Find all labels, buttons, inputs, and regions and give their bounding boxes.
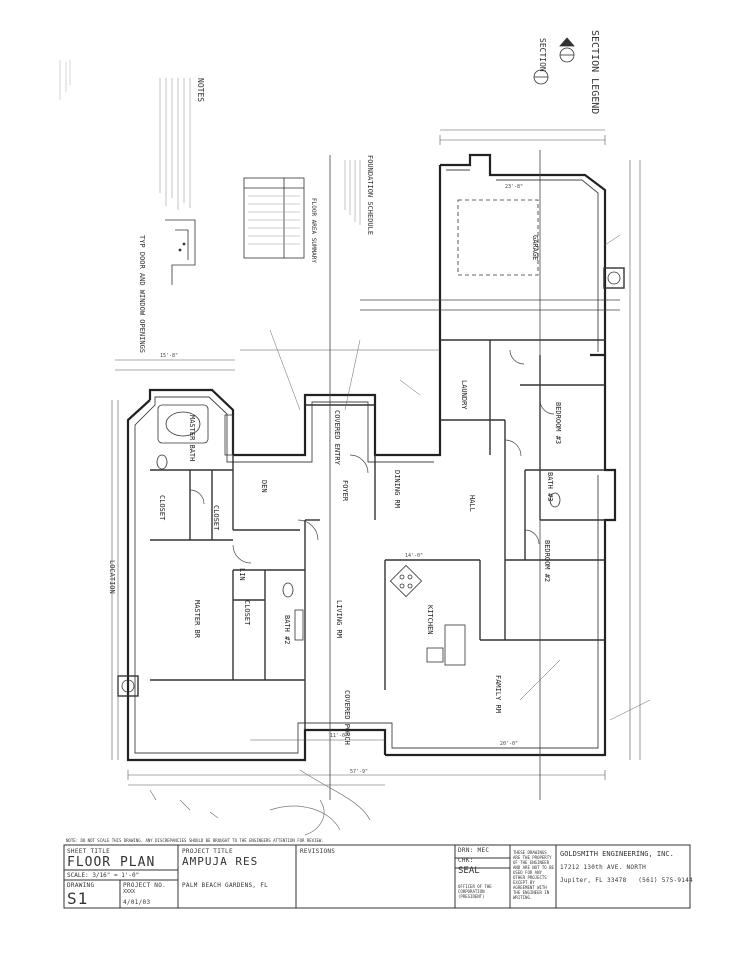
room-laundry: LAUNDRY: [460, 380, 468, 410]
room-living-rm: LIVING RM: [335, 600, 343, 638]
dim-garage-width: 23'-8": [505, 184, 523, 190]
sheet-title-cell: SHEET TITLE FLOOR PLAN: [67, 848, 155, 870]
dimension-lines: [111, 129, 641, 786]
foundation-schedule-title: FOUNDATION SCHEDULE: [366, 155, 374, 235]
leader-lines: [269, 234, 651, 721]
typ-opening-title: TYP DOOR AND WINDOW OPENINGS: [138, 235, 146, 353]
firm-name: GOLDSMITH ENGINEERING, INC.: [560, 850, 674, 858]
project-no-cell: PROJECT NO. XXXX 4/01/03: [123, 882, 166, 906]
room-bedroom-3: BEDROOM #3: [554, 402, 562, 444]
room-bedroom-2: BEDROOM #2: [543, 540, 551, 582]
room-master-bath: MASTER BATH: [188, 415, 196, 461]
dim-porch: 11'-0": [330, 733, 348, 739]
floor-area-summary: [243, 177, 305, 259]
room-closet-2: CLOSET: [212, 505, 220, 531]
floor-area-title: FLOOR AREA SUMMARY: [310, 198, 317, 263]
header-scribble: [59, 60, 71, 100]
section-legend-title: SECTION LEGEND: [589, 30, 600, 114]
revisions-label: REVISIONS: [300, 848, 336, 855]
room-bath-2: BATH #2: [283, 615, 291, 645]
section-symbols: [533, 37, 575, 85]
firm-cell: GOLDSMITH ENGINEERING, INC. 17212 130th …: [560, 850, 693, 884]
foundation-notes: [344, 160, 361, 225]
dim-overall-bottom: 57'-9": [350, 769, 368, 775]
drawing-label: DRAWING: [67, 882, 95, 889]
scale-label: SCALE:: [67, 872, 89, 879]
room-den: DEN: [260, 480, 268, 493]
sheet-date: 4/01/03: [123, 899, 151, 906]
exterior-walls: [126, 153, 617, 762]
dim-master-width: 15'-8": [160, 353, 178, 359]
sheet-title: FLOOR PLAN: [67, 855, 156, 870]
firm-contact-row: Jupiter, FL 33478 (561) 575-9144: [560, 877, 693, 884]
room-family-rm: FAMILY RM: [494, 675, 502, 713]
firm-city: Jupiter, FL 33478: [560, 877, 627, 884]
notes-block: NOTES: [159, 78, 205, 210]
room-bath-3: BATH #3: [546, 472, 554, 502]
room-lin: LIN: [238, 568, 246, 581]
title-block-frame: [63, 844, 691, 909]
interior-walls: [150, 339, 605, 730]
project-title-label: PROJECT TITLE: [182, 848, 233, 855]
project-title: AMPUJA RES: [182, 855, 259, 868]
top-note: NOTE: DO NOT SCALE THIS DRAWING. ANY DIS…: [66, 838, 324, 843]
room-labels: MASTER BATH MASTER BR CLOSET CLOSET CLOS…: [158, 235, 562, 745]
room-kitchen: KITCHEN: [426, 605, 434, 635]
room-closet-1: CLOSET: [158, 495, 166, 521]
typ-opening-detail: [165, 219, 196, 285]
section-legend: SECTION LEGEND SECTION: [538, 30, 600, 114]
room-hall: HALL: [468, 495, 476, 512]
room-covered-porch: COVERED PORCH: [343, 690, 351, 745]
scale-row: SCALE: 3/16" = 1'-0": [67, 872, 139, 879]
room-master-br: MASTER BR: [193, 600, 201, 639]
room-closet-3: CLOSET: [243, 600, 251, 626]
seal-label: SEAL: [458, 866, 480, 876]
project-location: PALM BEACH GARDENS, FL: [182, 882, 269, 889]
room-dining-rm: DINING RM: [393, 470, 401, 508]
wall-inner-lines: [134, 169, 599, 754]
drn-label: DRN: MEC: [458, 847, 490, 854]
dim-family-width: 20'-0": [500, 741, 518, 747]
project-no: XXXX: [123, 889, 136, 895]
project-title-cell: PROJECT TITLE AMPUJA RES PALM BEACH GARD…: [182, 848, 268, 889]
dim-kitchen: 14'-0": [405, 553, 423, 559]
revisions-cell: REVISIONS: [300, 848, 335, 855]
drn-chk-cell: DRN: MEC CHK: SEAL OFFICER OF THE CORPOR…: [458, 847, 508, 899]
room-foyer: FOYER: [341, 480, 349, 502]
door-swings: [189, 349, 555, 564]
section-cut-lines: [329, 150, 620, 800]
room-covered-entry: COVERED ENTRY: [333, 410, 341, 466]
drawing-cell: DRAWING S1: [67, 882, 94, 908]
site-curves: [149, 769, 371, 836]
scale-value: 3/16" = 1'-0": [92, 872, 140, 879]
dimension-text: 57'-9" 23'-8" 15'-8" 20'-0" 14'-0" 11'-0…: [160, 184, 523, 775]
sheet-number: S1: [67, 889, 89, 908]
seal-note-cell: THESE DRAWINGS ARE THE PROPERTY OF THE E…: [513, 850, 555, 900]
firm-address: 17212 130th AVE. NORTH: [560, 864, 647, 871]
firm-phone: (561) 575-9144: [638, 877, 694, 884]
chk-label: CHK:: [458, 857, 474, 864]
project-no-label: PROJECT NO.: [123, 882, 167, 889]
sheet-title-label: SHEET TITLE: [67, 848, 111, 855]
officer-note: OFFICER OF THE CORPORATION (PRESIDENT): [458, 884, 492, 899]
fixtures: [117, 199, 625, 697]
notes-title: NOTES: [196, 78, 205, 102]
section-label: SECTION: [538, 38, 547, 72]
room-garage: GARAGE: [531, 235, 539, 260]
seal-note: THESE DRAWINGS ARE THE PROPERTY OF THE E…: [513, 850, 554, 900]
